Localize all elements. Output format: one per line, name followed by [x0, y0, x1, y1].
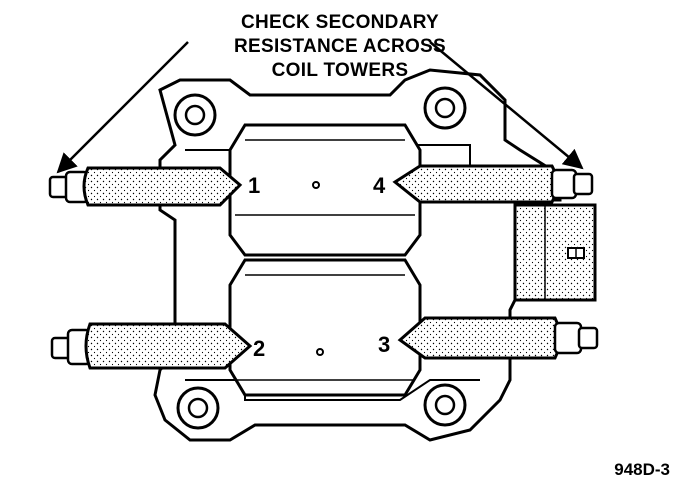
mount-hole-bottom-left: [176, 386, 220, 430]
center-mark-lower: [316, 348, 324, 356]
center-mark-upper: [312, 181, 320, 189]
coil-tower-2: [50, 322, 253, 370]
callout-arrow-right: [429, 41, 584, 170]
tower-1-label: 1: [248, 173, 260, 198]
mount-hole-top-left: [173, 93, 217, 137]
callout-text-line-2: RESISTANCE ACROSS: [233, 36, 446, 57]
tower-4-label: 4: [373, 173, 386, 198]
figure-id: 948D-3: [614, 460, 670, 479]
electrical-connector: [513, 203, 597, 302]
callout-text-line-3: COIL TOWERS: [271, 60, 409, 81]
mount-hole-bottom-right: [423, 383, 467, 427]
mount-hole-top-right: [423, 86, 467, 130]
tower-2-label: 2: [253, 336, 265, 361]
coil-body-lower: [228, 258, 422, 397]
coil-tower-4: [392, 164, 594, 204]
tower-3-label: 3: [378, 332, 390, 357]
callout-arrow-left: [56, 41, 189, 174]
coil-tower-1: [48, 166, 243, 207]
coil-tower-3: [397, 316, 599, 360]
callout-text-line-1: CHECK SECONDARY: [240, 12, 440, 33]
